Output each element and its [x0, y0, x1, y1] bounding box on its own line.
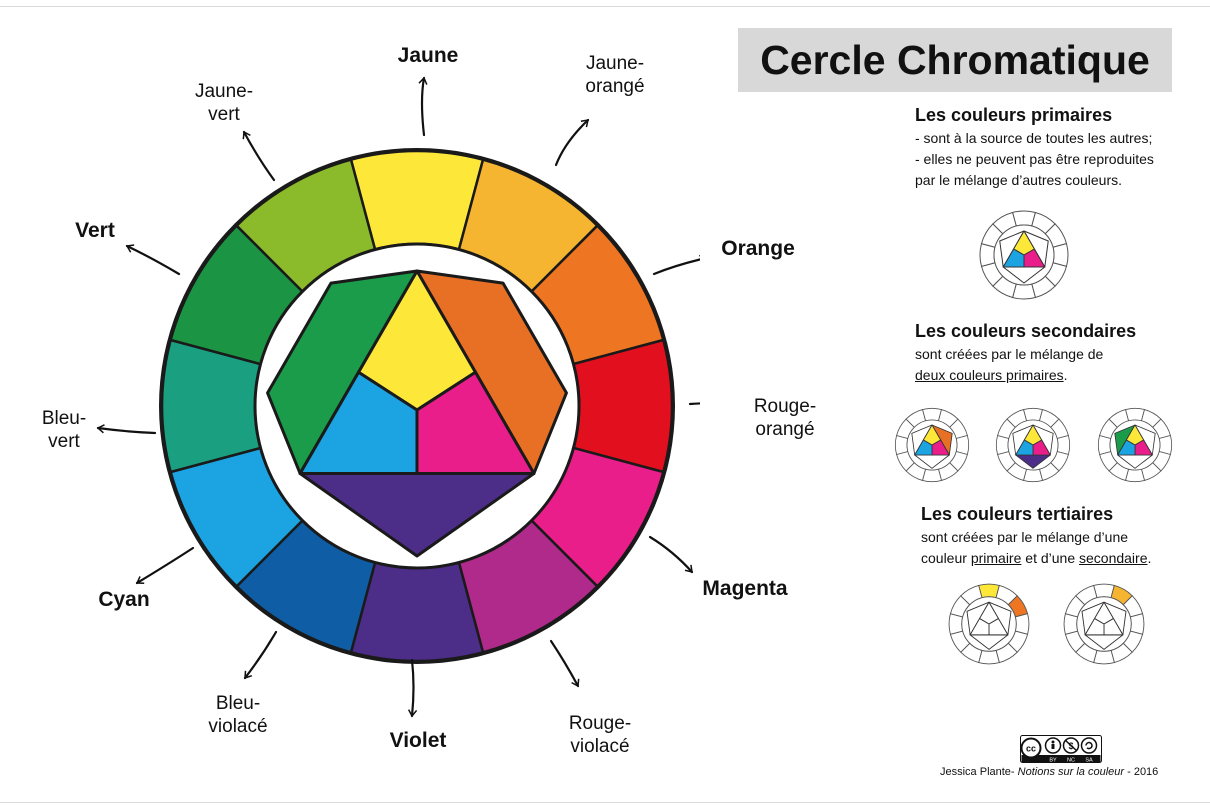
tertiaires-line1: sont créées par le mélange d’une [921, 529, 1129, 545]
label-arrow-1 [554, 118, 590, 167]
center-cyan [298, 370, 419, 475]
label-arrow-4 [648, 535, 694, 574]
wheel-label-5: Rouge- violacé [568, 713, 632, 757]
label-arrow-0 [420, 76, 426, 137]
bottom-rule [0, 802, 1210, 803]
label-arrow-8 [135, 546, 195, 585]
page-title: Cercle Chromatique [738, 28, 1172, 92]
credit-line: Jessica Plante- Notions sur la couleur -… [940, 766, 1158, 778]
mini-wheel-tertiaire-2 [1063, 583, 1145, 665]
wheel-label-1: Jaune- orangé [585, 53, 645, 97]
wheel-label-9: Bleu- vert [41, 408, 87, 452]
label-arrowhead-6 [407, 709, 418, 718]
label-arrowhead-11 [242, 130, 251, 140]
credit-work: Notions sur la couleur [1017, 766, 1125, 778]
label-arrowhead-0 [418, 76, 428, 85]
tertiaires-line2: couleur primaire et d’une secondaire. [921, 548, 1151, 569]
label-arrow-7 [243, 630, 278, 680]
mini-wheel-secondaire-violet [995, 407, 1071, 483]
label-arrow-2 [652, 258, 700, 276]
label-arrowhead-7 [244, 670, 253, 680]
primaires-line2: - elles ne peuvent pas être reproduites … [915, 151, 1154, 188]
label-arrowhead-1 [580, 119, 589, 128]
mini-wheel-secondaire-orange [894, 407, 970, 483]
label-arrowhead-10 [125, 244, 135, 253]
mini-wheel-primaires [979, 210, 1069, 300]
primaires-line1: - sont à la source de toutes les autres; [915, 130, 1153, 146]
secondaires-line2: deux couleurs primaires. [915, 365, 1068, 386]
label-arrowhead-8 [135, 576, 145, 585]
secondaires-line1: sont créées par le mélange de [915, 346, 1104, 362]
wheel-label-8: Cyan [98, 587, 150, 611]
primaires-title: Les couleurs primaires [915, 105, 1113, 125]
label-arrow-6 [410, 658, 415, 718]
credit-year: - 2016 [1124, 766, 1159, 778]
tertiaires-title: Les couleurs tertiaires [921, 504, 1114, 524]
by-text: BY [1049, 758, 1057, 764]
label-arrow-5 [549, 639, 580, 688]
label-arrow-3 [688, 402, 700, 406]
label-arrowhead-4 [684, 564, 693, 574]
label-arrowhead-9 [96, 424, 105, 434]
center-shapes [266, 269, 568, 558]
secondaires-period: . [1063, 367, 1068, 383]
secondaires-title: Les couleurs secondaires [915, 321, 1137, 341]
sa-icon [1080, 737, 1098, 754]
label-arrow-11 [242, 130, 276, 182]
wheel-label-0: Jaune [397, 43, 459, 67]
wheel-label-11: Jaune- vert [194, 81, 254, 125]
label-arrow-10 [125, 244, 181, 276]
label-arrow-9 [96, 426, 157, 435]
wheel-label-7: Bleu- violacé [208, 693, 268, 737]
color-wheel [96, 76, 700, 718]
wheel-label-2: Orange [721, 236, 795, 260]
label-arrowhead-5 [571, 678, 580, 688]
mini-wheel-secondaire-vert [1097, 407, 1173, 483]
tertiaires-text-b: et d’une [1021, 550, 1079, 566]
wheel-label-4: Magenta [702, 576, 788, 600]
credit-author: Jessica Plante- [940, 766, 1018, 778]
cc-logo-text: cc [1026, 744, 1036, 754]
wheel-label-10: Vert [75, 218, 115, 242]
tertiaires-secondaire: secondaire [1079, 550, 1148, 566]
wheel-label-6: Violet [389, 728, 447, 752]
tertiaires-text-a: couleur [921, 550, 971, 566]
sa-text: SA [1085, 758, 1093, 764]
wheel-label-3: Rouge- orangé [753, 396, 817, 440]
tertiaires-period: . [1147, 550, 1152, 566]
top-rule [0, 6, 1210, 7]
cc-license-badge: cc $ BY NC SA [1020, 735, 1102, 763]
mini-wheel-tertiaire-1 [948, 583, 1030, 665]
secondaires-underlined: deux couleurs primaires [915, 367, 1064, 383]
nc-text: NC [1067, 758, 1075, 764]
tertiaires-primaire: primaire [970, 550, 1022, 566]
